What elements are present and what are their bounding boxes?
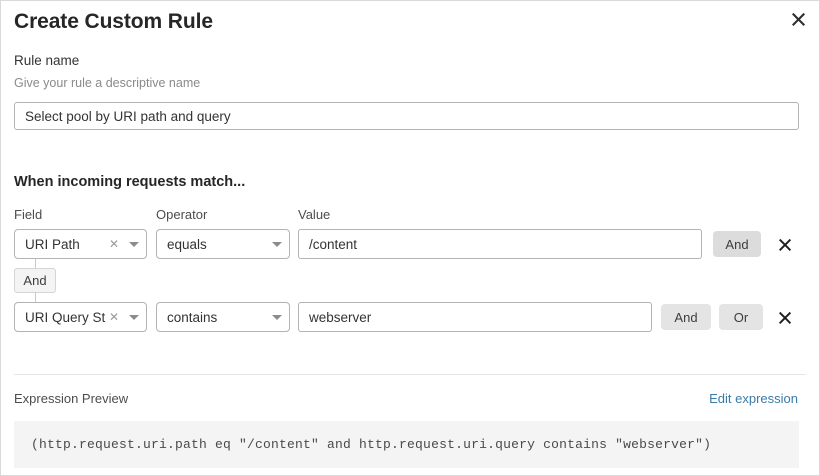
column-header-field: Field <box>14 207 43 222</box>
expression-divider <box>14 374 806 375</box>
rule-name-help-text: Give your rule a descriptive name <box>14 76 201 90</box>
conditions-heading: When incoming requests match... <box>14 174 246 190</box>
expression-preview-box: (http.request.uri.path eq "/content" and… <box>14 421 799 468</box>
operator-select-1[interactable]: contains <box>156 302 290 332</box>
chevron-down-icon[interactable] <box>122 314 146 320</box>
expression-preview-text: (http.request.uri.path eq "/content" and… <box>31 437 712 452</box>
condition-row: URI Query St... ✕ contains And Or <box>1 302 819 332</box>
rule-name-input[interactable] <box>14 102 799 130</box>
field-select-1[interactable]: URI Query St... ✕ <box>14 302 147 332</box>
operator-select-value-0: equals <box>167 236 207 252</box>
add-and-condition-button-0[interactable]: And <box>713 231 761 257</box>
chevron-down-icon[interactable] <box>122 241 146 247</box>
remove-condition-button-0[interactable] <box>776 235 794 253</box>
condition-connector-line-top <box>35 259 36 269</box>
group-logic-operator-button[interactable]: And <box>14 268 56 293</box>
expression-preview-label: Expression Preview <box>14 391 129 406</box>
condition-row: URI Path ✕ equals And <box>1 229 819 259</box>
rule-name-label: Rule name <box>14 53 80 68</box>
edit-expression-link[interactable]: Edit expression <box>709 391 798 406</box>
close-icon-glyph <box>792 12 806 26</box>
field-select-value-0: URI Path <box>25 236 80 252</box>
field-select-value-1: URI Query St... <box>25 309 106 325</box>
close-icon-glyph <box>778 311 791 324</box>
add-and-condition-button-1[interactable]: And <box>661 304 711 330</box>
remove-condition-button-1[interactable] <box>776 308 794 326</box>
condition-connector-line-bottom <box>35 292 36 302</box>
dialog-title: Create Custom Rule <box>14 10 213 33</box>
clear-icon[interactable]: ✕ <box>108 237 120 251</box>
clear-icon[interactable]: ✕ <box>108 310 120 324</box>
value-input-0[interactable] <box>298 229 702 259</box>
add-or-condition-button-1[interactable]: Or <box>719 304 763 330</box>
operator-select-0[interactable]: equals <box>156 229 290 259</box>
value-input-1[interactable] <box>298 302 652 332</box>
close-icon-glyph <box>778 238 791 251</box>
column-header-value: Value <box>298 207 331 222</box>
close-icon[interactable] <box>788 8 810 30</box>
chevron-down-icon[interactable] <box>265 241 289 247</box>
column-header-operator: Operator <box>156 207 208 222</box>
field-select-0[interactable]: URI Path ✕ <box>14 229 147 259</box>
chevron-down-icon[interactable] <box>265 314 289 320</box>
operator-select-value-1: contains <box>167 309 218 325</box>
